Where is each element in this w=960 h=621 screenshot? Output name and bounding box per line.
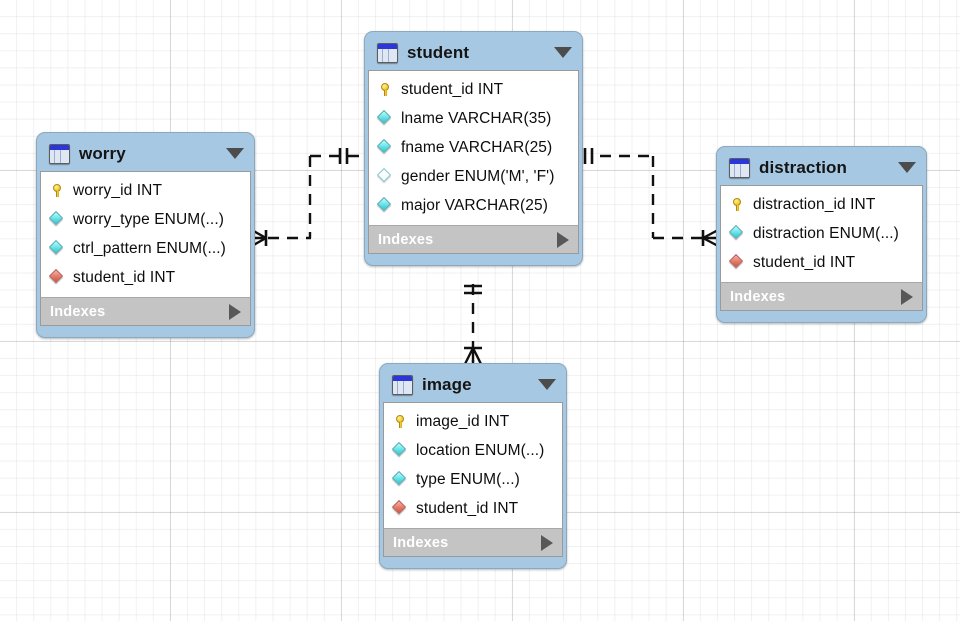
indexes-label: Indexes (50, 303, 106, 320)
table-distraction-indexes-section[interactable]: Indexes (720, 282, 923, 311)
column-label: ctrl_pattern ENUM(...) (73, 239, 226, 257)
column-label: student_id INT (73, 268, 176, 286)
column-icon (728, 224, 745, 241)
chevron-right-icon[interactable] (229, 303, 241, 320)
table-worry-title: worry (79, 143, 126, 163)
table-worry-header[interactable]: worry (40, 136, 251, 171)
column-icon (376, 138, 393, 155)
table-worry-indexes-section[interactable]: Indexes (40, 297, 251, 326)
relationship-student-distraction[interactable] (580, 145, 721, 250)
column-label: worry_id INT (73, 181, 163, 199)
table-row[interactable]: fname VARCHAR(25) (369, 133, 578, 162)
table-icon (392, 374, 413, 395)
chevron-down-icon[interactable] (538, 379, 556, 390)
relationship-student-image[interactable] (452, 280, 494, 370)
table-row[interactable]: gender ENUM('M', 'F') (369, 162, 578, 191)
column-label: gender ENUM('M', 'F') (401, 167, 555, 185)
table-worry[interactable]: worry worry_id INT worry_type ENUM(...) … (36, 132, 255, 338)
column-icon (376, 196, 393, 213)
column-label: distraction ENUM(...) (753, 224, 899, 242)
column-label: lname VARCHAR(35) (401, 109, 552, 127)
indexes-label: Indexes (378, 231, 434, 248)
chevron-right-icon[interactable] (541, 534, 553, 551)
table-row[interactable]: location ENUM(...) (384, 436, 562, 465)
table-distraction-columns: distraction_id INT distraction ENUM(...)… (720, 185, 923, 282)
column-icon (376, 109, 393, 126)
column-label: image_id INT (416, 412, 510, 430)
table-student-indexes-section[interactable]: Indexes (368, 225, 579, 254)
column-label: type ENUM(...) (416, 470, 520, 488)
table-worry-columns: worry_id INT worry_type ENUM(...) ctrl_p… (40, 171, 251, 297)
table-row[interactable]: major VARCHAR(25) (369, 191, 578, 220)
table-icon (729, 157, 750, 178)
column-icon (391, 441, 408, 458)
column-label: distraction_id INT (753, 195, 876, 213)
table-row[interactable]: worry_type ENUM(...) (41, 205, 250, 234)
column-label: student_id INT (416, 499, 519, 517)
column-icon (48, 210, 65, 227)
table-student[interactable]: student student_id INT lname VARCHAR(35)… (364, 31, 583, 266)
table-image[interactable]: image image_id INT location ENUM(...) ty… (379, 363, 567, 569)
primary-key-icon (730, 197, 745, 212)
primary-key-icon (393, 414, 408, 429)
table-row[interactable]: image_id INT (384, 407, 562, 436)
table-row[interactable]: worry_id INT (41, 176, 250, 205)
table-row[interactable]: student_id INT (721, 248, 922, 277)
column-icon (48, 239, 65, 256)
column-label: major VARCHAR(25) (401, 196, 548, 214)
table-distraction-title: distraction (759, 157, 848, 177)
foreign-key-icon (728, 253, 745, 270)
chevron-down-icon[interactable] (898, 162, 916, 173)
table-distraction[interactable]: distraction distraction_id INT distracti… (716, 146, 927, 323)
column-label: student_id INT (753, 253, 856, 271)
chevron-right-icon[interactable] (557, 231, 569, 248)
table-icon (49, 143, 70, 164)
table-student-title: student (407, 42, 470, 62)
table-distraction-header[interactable]: distraction (720, 150, 923, 185)
column-label: location ENUM(...) (416, 441, 545, 459)
column-label: student_id INT (401, 80, 504, 98)
nullable-column-icon (376, 167, 393, 184)
chevron-down-icon[interactable] (226, 148, 244, 159)
column-icon (391, 470, 408, 487)
table-image-indexes-section[interactable]: Indexes (383, 528, 563, 557)
table-row[interactable]: lname VARCHAR(35) (369, 104, 578, 133)
table-student-columns: student_id INT lname VARCHAR(35) fname V… (368, 70, 579, 225)
chevron-right-icon[interactable] (901, 288, 913, 305)
table-image-title: image (422, 374, 472, 394)
indexes-label: Indexes (730, 288, 786, 305)
table-student-header[interactable]: student (368, 35, 579, 70)
relationship-student-worry[interactable] (249, 145, 375, 250)
table-row[interactable]: distraction ENUM(...) (721, 219, 922, 248)
table-image-columns: image_id INT location ENUM(...) type ENU… (383, 402, 563, 528)
primary-key-icon (378, 82, 393, 97)
column-label: fname VARCHAR(25) (401, 138, 553, 156)
table-row[interactable]: ctrl_pattern ENUM(...) (41, 234, 250, 263)
table-row[interactable]: student_id INT (41, 263, 250, 292)
table-image-header[interactable]: image (383, 367, 563, 402)
chevron-down-icon[interactable] (554, 47, 572, 58)
indexes-label: Indexes (393, 534, 449, 551)
table-row[interactable]: student_id INT (384, 494, 562, 523)
table-icon (377, 42, 398, 63)
table-row[interactable]: student_id INT (369, 75, 578, 104)
column-label: worry_type ENUM(...) (73, 210, 224, 228)
table-row[interactable]: type ENUM(...) (384, 465, 562, 494)
primary-key-icon (50, 183, 65, 198)
foreign-key-icon (48, 268, 65, 285)
foreign-key-icon (391, 499, 408, 516)
table-row[interactable]: distraction_id INT (721, 190, 922, 219)
